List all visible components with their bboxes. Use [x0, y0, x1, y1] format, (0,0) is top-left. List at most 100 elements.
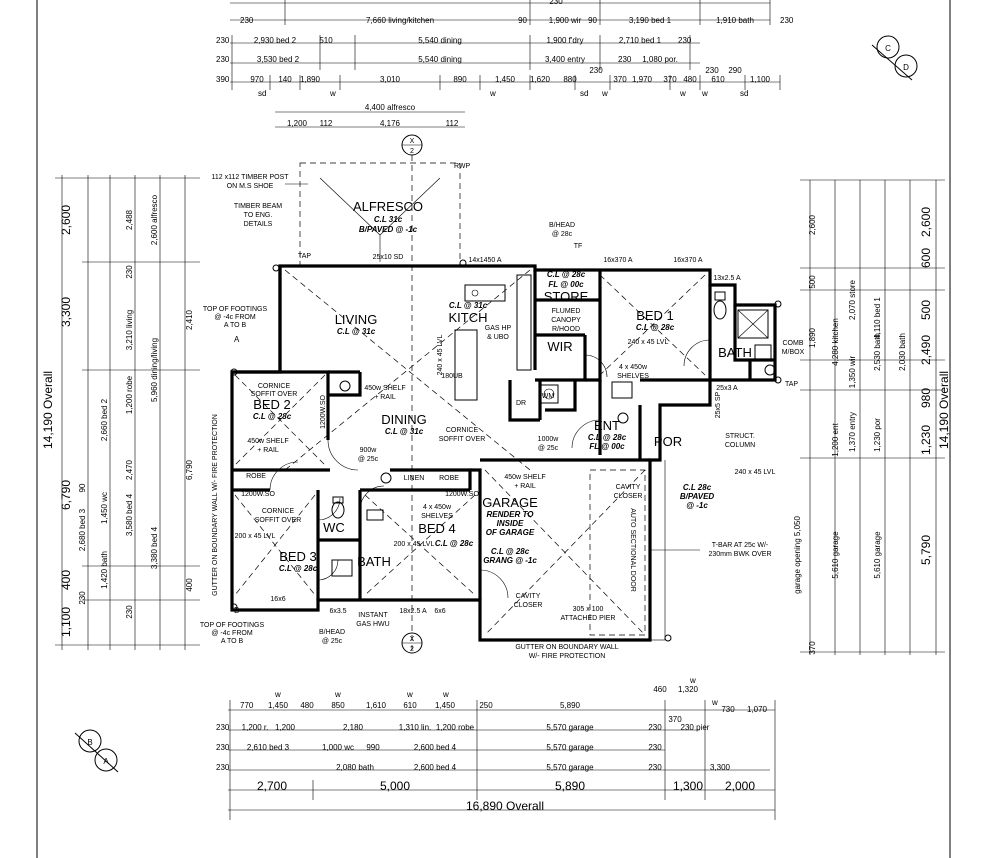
rwp-markers	[230, 259, 782, 642]
svg-text:ON M.S SHOE: ON M.S SHOE	[227, 183, 274, 190]
room-wir: WIR	[547, 339, 572, 354]
dim-top-r1-4: 90	[588, 16, 597, 25]
dim-bot-r1-10: 1,320	[678, 685, 699, 694]
room-dining: DINING	[381, 412, 427, 427]
dim-left-inner-2: 400	[185, 578, 194, 592]
right-dimensions: 14,190 Overall 2,600 600 500 2,490 980 1…	[793, 179, 951, 655]
svg-text:FL @ 00c: FL @ 00c	[589, 442, 625, 451]
laundry-trough	[611, 381, 633, 399]
dim-top-r4-13: 610	[711, 75, 725, 84]
dim-bot-major-3: 1,300	[673, 779, 703, 793]
svg-text:TAP: TAP	[298, 253, 311, 260]
dim-bot-r1-12: 1,070	[747, 705, 768, 714]
dim-alf-0: 1,200	[287, 119, 308, 128]
dim-top-r3-6: 1,080 por.	[642, 55, 678, 64]
plan-fixtures	[331, 274, 776, 577]
dim-bot-r2-6: 1,310 lin.	[399, 723, 431, 732]
svg-text:C.L @ 31c: C.L @ 31c	[385, 427, 424, 436]
svg-text:GAS HWU: GAS HWU	[356, 621, 389, 628]
svg-text:25x10 SD: 25x10 SD	[373, 254, 404, 261]
marker-d: D	[903, 63, 909, 72]
dim-top-r2-0: 230	[216, 36, 230, 45]
svg-text:200 x 45 LVL: 200 x 45 LVL	[394, 541, 435, 548]
svg-text:RWP: RWP	[454, 163, 471, 170]
svg-text:B/HEAD: B/HEAD	[319, 629, 345, 636]
svg-text:4 x 450w: 4 x 450w	[423, 504, 452, 511]
dim-left-inner-0: 2,410	[185, 309, 194, 330]
svg-text:4 x 450w: 4 x 450w	[619, 364, 648, 371]
svg-text:240 x 45 LVL: 240 x 45 LVL	[735, 469, 776, 476]
svg-text:180UB: 180UB	[441, 373, 463, 380]
dim-bot-r2-4: 2,180	[343, 723, 364, 732]
svg-text:18x2.5 A: 18x2.5 A	[399, 608, 427, 615]
room-bath1: BATH	[718, 345, 752, 360]
dim-top-r2-6: 1,900 f'dry	[546, 36, 583, 45]
svg-text:OF GARAGE: OF GARAGE	[486, 528, 535, 537]
svg-text:25x3 A: 25x3 A	[716, 385, 738, 392]
dim-bot-r2-2: 1,200	[275, 723, 296, 732]
dim-bot-r2-0: 230	[216, 723, 230, 732]
dim-top-sub-4: w	[601, 89, 608, 98]
svg-text:+ RAIL: + RAIL	[257, 447, 279, 454]
dim-left-c1-6: 1,420 bath	[100, 551, 109, 589]
dim-alf-3: 112	[446, 119, 459, 128]
dim-right-c1-7: 1,200 ent	[831, 423, 840, 457]
svg-text:@ -4c FROM: @ -4c FROM	[211, 630, 252, 637]
dim-top-r4-16: 230	[589, 66, 603, 75]
svg-text:TIMBER BEAM: TIMBER BEAM	[234, 203, 282, 210]
svg-text:ATTACHED PIER: ATTACHED PIER	[561, 615, 616, 622]
svg-text:200 x 45 LVL: 200 x 45 LVL	[235, 533, 276, 540]
dim-bot-sub-3: w	[442, 690, 449, 699]
dim-top-sub-0: sd	[258, 89, 266, 98]
dim-bot-major-0: 2,700	[257, 779, 287, 793]
svg-text:SOFFIT OVER: SOFFIT OVER	[255, 517, 302, 524]
dim-bot-r2-7: 1,200 robe	[436, 723, 475, 732]
svg-text:SOFFIT OVER: SOFFIT OVER	[439, 436, 486, 443]
top-dimensions: 230 230 7,660 living/kitchen 90 1,900 wi…	[216, 0, 794, 128]
dim-left-c1-3: 1,200 robe	[125, 375, 134, 414]
dim-bot-r1-8: 5,890	[560, 701, 581, 710]
dim-alf-2: 4,176	[380, 119, 401, 128]
svg-text:C.L 28c: C.L 28c	[683, 483, 712, 492]
room-garage: GARAGE	[482, 495, 538, 510]
dim-bot-r2-10: 230	[648, 723, 662, 732]
room-bed3: BED 3	[279, 549, 317, 564]
svg-text:CORNICE: CORNICE	[258, 383, 291, 390]
dim-bot-r4-0: 230	[216, 763, 230, 772]
svg-text:C.L @ 28c: C.L @ 28c	[253, 412, 292, 421]
dim-top-r2-9: 230	[678, 36, 692, 45]
dim-right-c2-4: 5,610 garage	[873, 531, 882, 579]
dim-top-r4-15: 290	[728, 66, 742, 75]
svg-text:A TO B: A TO B	[221, 638, 244, 645]
dim-bot-r3-0: 230	[216, 743, 230, 752]
svg-text:C.L @ 28c: C.L @ 28c	[636, 323, 675, 332]
room-wc: WC	[323, 520, 345, 535]
svg-text:1200W.SO: 1200W.SO	[445, 491, 479, 498]
dim-left-major-4: 1,100	[59, 607, 73, 637]
dim-top-r4-0: 390	[216, 75, 230, 84]
dim-bot-major-1: 5,000	[380, 779, 410, 793]
dim-right-major-3: 2,490	[919, 335, 933, 365]
svg-text:2: 2	[410, 646, 414, 653]
dim-left-c1-7: 230	[125, 605, 134, 619]
dim-right-c1-3: 4,280 kitchen	[831, 318, 840, 366]
plan-doors	[269, 339, 711, 599]
room-robe-bed2: ROBE	[246, 473, 266, 480]
dim-left-major-3: 400	[59, 570, 73, 590]
dim-bot-r2-9: 5,570 garage	[546, 723, 594, 732]
dim-right-c2-3: 1,230 por	[873, 418, 882, 452]
dim-left-c1-0: 2,488	[125, 209, 134, 230]
marker-b: B	[87, 738, 92, 747]
dim-top-sub-7: sd	[740, 89, 748, 98]
svg-text:CAVITY: CAVITY	[616, 484, 641, 491]
room-robe: ROBE	[439, 475, 459, 482]
room-kitchen: KITCH	[449, 310, 488, 325]
svg-text:450w SHELF: 450w SHELF	[504, 474, 545, 481]
svg-text:STRUCT.: STRUCT.	[725, 433, 755, 440]
dim-bot-r1-1: 1,450	[268, 701, 289, 710]
svg-text:GUTTER ON BOUNDARY WALL: GUTTER ON BOUNDARY WALL	[515, 644, 618, 651]
dim-top-r1-2: 90	[518, 16, 527, 25]
shower	[737, 309, 769, 339]
svg-text:C.L @ 28c: C.L @ 28c	[435, 539, 474, 548]
smoke-detector-icon	[380, 472, 392, 484]
